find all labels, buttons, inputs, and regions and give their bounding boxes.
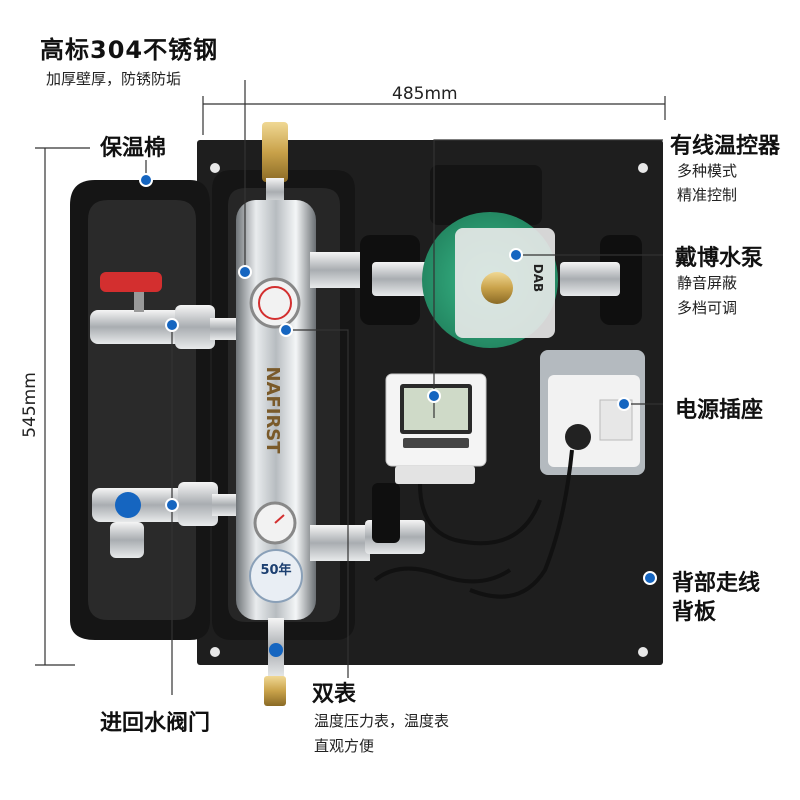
width-dimension: 485mm xyxy=(392,84,458,104)
label-backboard-line1: 背部走线 xyxy=(672,571,761,596)
dimension-lines xyxy=(35,96,666,666)
panel-screw-hole xyxy=(210,163,220,173)
label-thermostat-line1: 多种模式 xyxy=(677,162,738,180)
panel-screw-hole xyxy=(210,647,220,657)
label-thermostat: 有线温控器 xyxy=(670,134,781,159)
return-valve xyxy=(92,482,218,558)
label-pump-line1: 静音屏蔽 xyxy=(677,274,738,292)
label-gauges: 双表 xyxy=(312,682,357,707)
power-socket xyxy=(540,350,645,475)
socket-cable xyxy=(469,449,574,599)
label-valves: 进回水阀门 xyxy=(100,711,211,736)
stainless-separator xyxy=(236,122,370,706)
label-pump: 戴博水泵 xyxy=(675,246,764,271)
label-thermostat-line2: 精准控制 xyxy=(677,186,738,204)
thermostat-cable xyxy=(418,483,542,546)
pipe-clamp xyxy=(372,483,400,543)
title-main: 高标304不锈钢 xyxy=(40,36,219,64)
warranty-badge: 50年 xyxy=(260,562,291,578)
callout-markers xyxy=(139,173,657,585)
label-gauges-line2: 直观方便 xyxy=(314,737,375,755)
label-pump-line2: 多档可调 xyxy=(677,299,738,317)
panel-screw-hole xyxy=(638,163,648,173)
height-dimension: 545mm xyxy=(20,372,40,438)
label-socket: 电源插座 xyxy=(675,398,764,423)
cable-coil xyxy=(373,566,512,584)
label-backboard-line2: 背板 xyxy=(672,600,717,625)
title-sub: 加厚壁厚，防锈防垢 xyxy=(46,70,182,88)
wired-thermostat xyxy=(385,373,487,484)
brand-mark: NAFIRST xyxy=(262,366,283,454)
pump-brand: DAB xyxy=(531,264,545,292)
label-insulation: 保温棉 xyxy=(100,136,167,161)
panel-screw-hole xyxy=(638,647,648,657)
label-gauges-line1: 温度压力表，温度表 xyxy=(314,712,450,730)
